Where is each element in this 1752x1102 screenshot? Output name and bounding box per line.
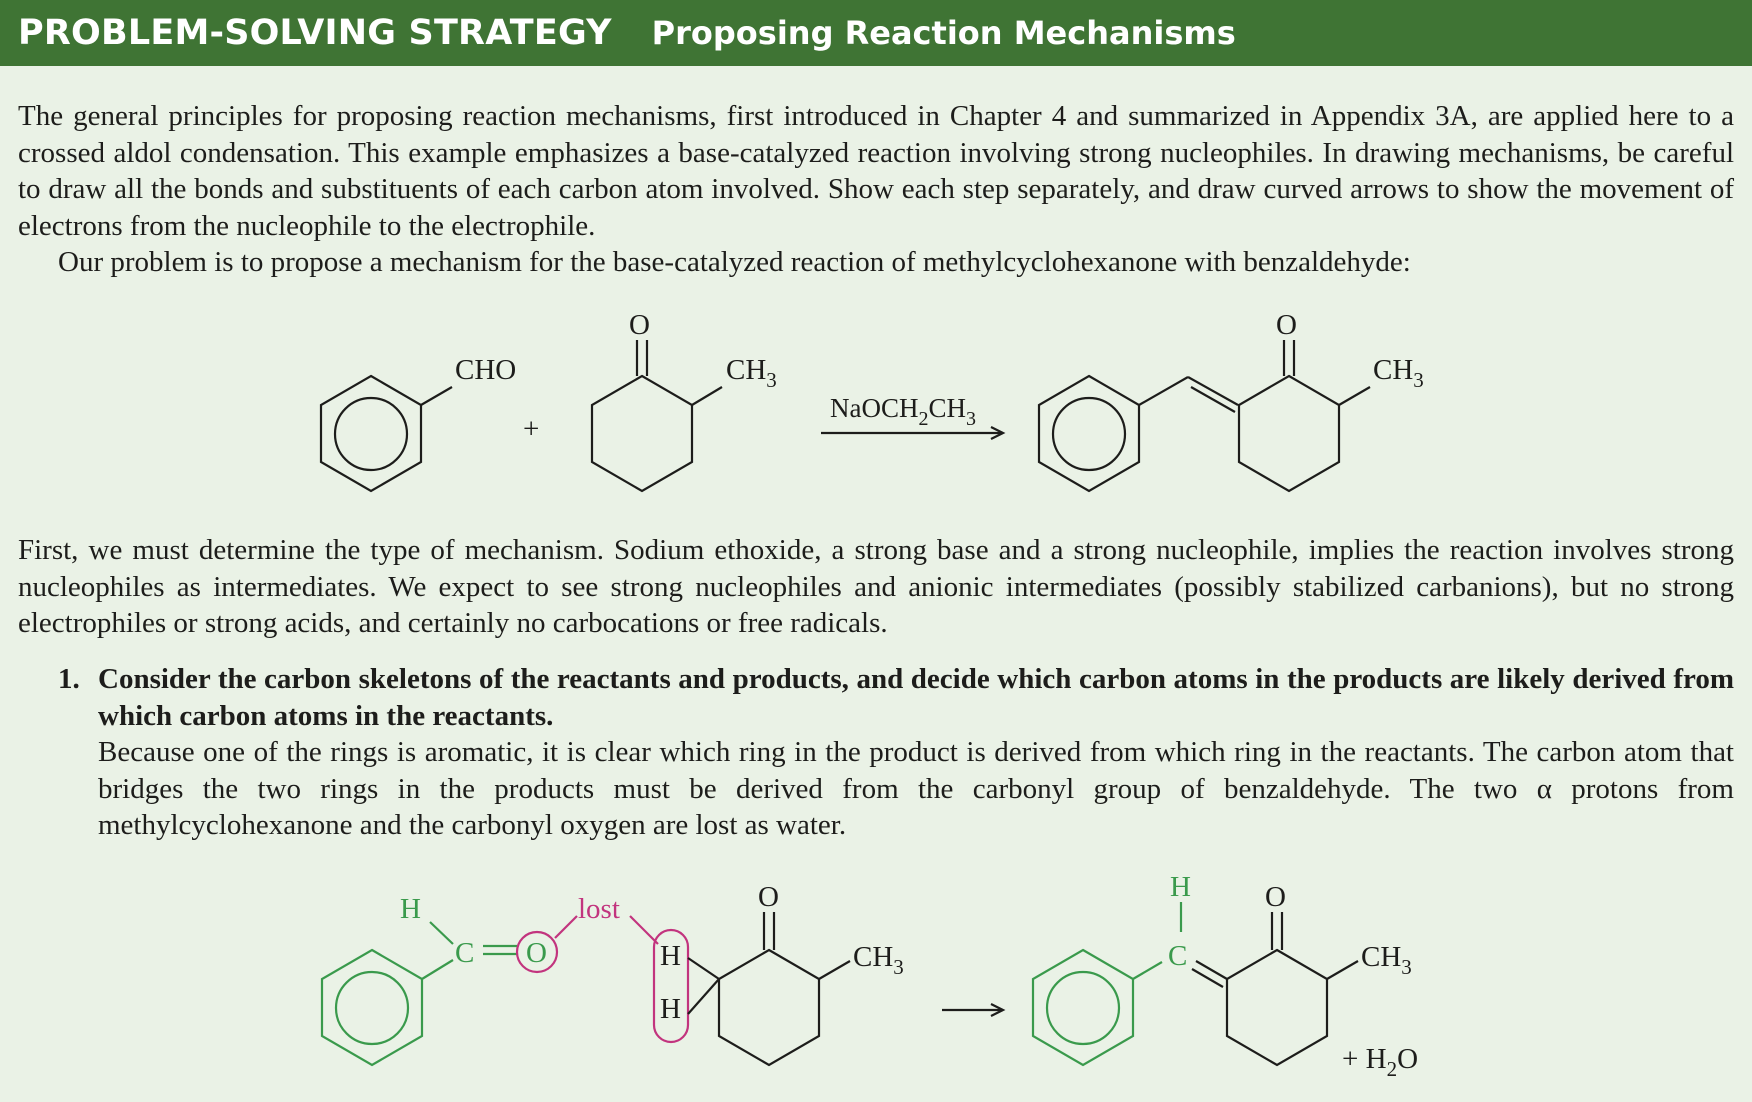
methyl-label: CH3 (726, 354, 777, 392)
product-oxygen-label: O (1276, 309, 1297, 341)
product-methyl-label: CH3 (1361, 941, 1412, 979)
section-header: PROBLEM-SOLVING STRATEGY Proposing React… (0, 0, 1752, 66)
aldehyde-h-label: H (400, 893, 421, 925)
reagent-label: NaOCH2CH3 (830, 393, 976, 430)
lost-oxygen-circle (515, 930, 559, 974)
carbonyl-c-label: C (455, 937, 474, 969)
lost-label: lost (578, 893, 620, 925)
alpha-h-bottom: H (660, 993, 681, 1025)
mechanism-type-paragraph: First, we must determine the type of mec… (18, 534, 1734, 640)
ketone-oxygen-label: O (758, 881, 779, 913)
ketone-oxygen-label: O (629, 309, 650, 341)
product-h-label: H (1170, 871, 1191, 903)
cyclohexanone-ring (590, 374, 694, 493)
intro-paragraph: The general principles for proposing rea… (18, 100, 1734, 242)
cyclohexanone-ring (717, 948, 821, 1067)
product-cyclohexanone-ring (1225, 948, 1329, 1067)
step-heading: Consider the carbon skeletons of the rea… (98, 663, 1734, 732)
problem-statement: Our problem is to propose a mechanism fo… (58, 246, 1411, 278)
reaction-scheme-skeleton: H C O lost H H O CH3 H C O CH3 + H2O (320, 871, 1418, 1081)
step-1: 1. Consider the carbon skeletons of the … (58, 661, 1734, 844)
aromatic-circle (333, 396, 409, 472)
plus-sign: + (523, 413, 539, 445)
product-cyclohexanone-ring (1237, 374, 1341, 493)
product-methyl-label: CH3 (1373, 354, 1424, 392)
cho-label: CHO (455, 354, 516, 386)
water-byproduct: + H2O (1342, 1043, 1418, 1081)
lost-hydrogens-box (652, 928, 690, 1044)
product-c-label: C (1168, 940, 1187, 972)
alpha-h-top: H (660, 940, 681, 972)
methyl-label: CH3 (853, 941, 904, 979)
step-body: Because one of the rings is aromatic, it… (98, 736, 1734, 842)
reaction-scheme-overall: CHO + O CH3 NaOCH2CH3 O CH3 (319, 309, 1424, 493)
product-oxygen-label: O (1265, 881, 1286, 913)
step-number: 1. (58, 663, 80, 695)
strategy-label: PROBLEM-SOLVING STRATEGY (18, 13, 612, 53)
carbonyl-o-label: O (526, 937, 547, 969)
section-title: Proposing Reaction Mechanisms (651, 14, 1236, 52)
